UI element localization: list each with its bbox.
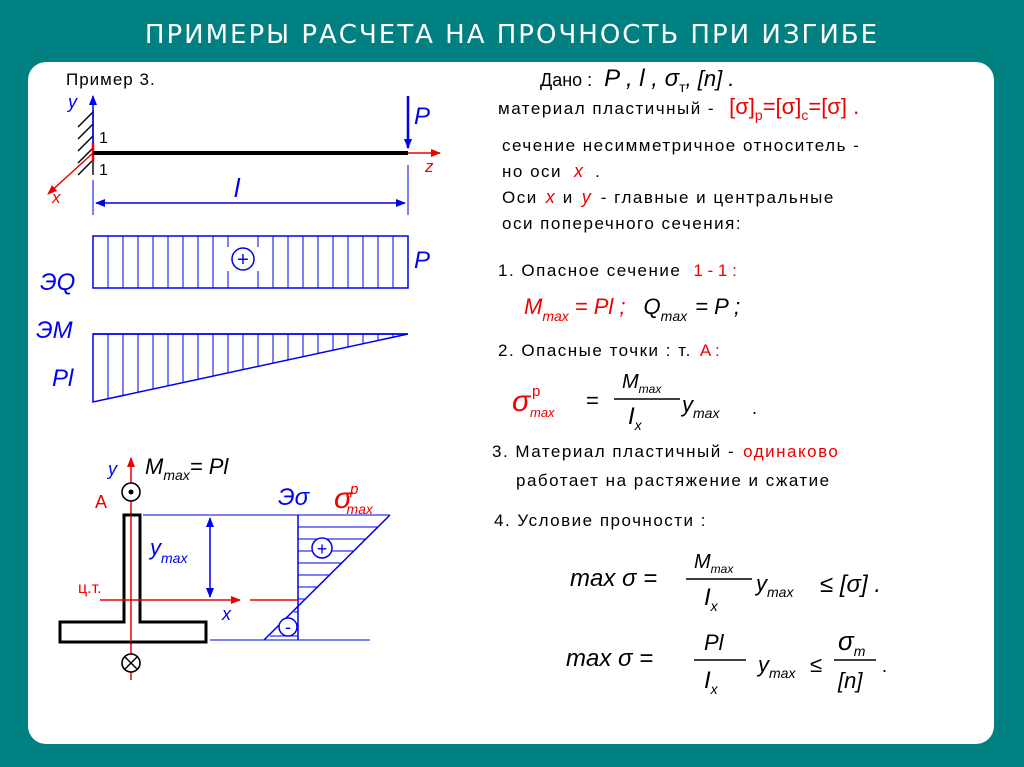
beam-diagram: y x z 1 1 P l [36,92,441,403]
t-section [58,513,208,644]
svg-text:σт: σт [838,626,866,659]
shear-diagram [92,235,409,289]
section-label-bottom: 1 [99,162,108,179]
section-label-top: 1 [99,130,108,147]
moment-label: ЭM [36,317,73,344]
shear-hatching [107,236,394,288]
section-moment: Mmax= Pl [145,454,229,483]
stress-minus-circle [278,617,298,637]
shear-value: P [414,247,430,274]
example-heading: Пример 3. [66,70,156,89]
svg-text:Ix: Ix [628,403,643,433]
shear-label: ЭQ [40,269,75,296]
step-4: 4. Условие прочности : [494,511,707,530]
axes-text-2: оси поперечного сечения: [502,214,742,233]
section-text-2: но оси x . [502,161,601,181]
svg-text:ymax: ymax [680,392,720,421]
shear-sign-circle [231,247,255,271]
centroid-label: ц.т. [78,580,102,597]
step-3-line-2: работает на растяжение и сжатие [516,471,831,490]
stress-minus: - [285,617,291,637]
x-axis [47,152,94,195]
svg-text:.: . [882,656,887,676]
step-1-formula: Mmax= Pl ; Qmax= P ; [524,294,740,324]
svg-text:Mmax: Mmax [622,371,662,396]
shear-sign: + [237,249,249,271]
z-axis-label: z [424,157,434,176]
cross-section-diagram: y Mmax= Pl A x ц.т. ymax [58,454,391,680]
svg-text:≤: ≤ [810,652,822,677]
condition-formula-2: max σ = Pl Ix ymax ≤ σт [n] . [566,626,887,697]
svg-text:≤ [σ] .: ≤ [σ] . [820,571,881,598]
svg-text:max σ =: max σ = [570,565,657,592]
ymax-label: ymax [148,535,188,566]
svg-text:max σ =: max σ = [566,645,653,672]
svg-text:σ: σ [512,385,532,418]
svg-text:ymax: ymax [754,571,794,600]
svg-text:Pl: Pl [704,630,725,655]
moment-hatching [107,334,394,399]
svg-text:max: max [530,405,555,420]
condition-formula-1: max σ = Mmax Ix ymax ≤ [σ] . [570,551,881,614]
step-3: 3. Материал пластичный - одинаково [492,442,839,461]
moment-diagram [92,333,409,403]
step-1: 1. Опасное сечение 1 - 1 : [498,261,737,280]
page-title: ПРИМЕРЫ РАСЧЕТА НА ПРОЧНОСТЬ ПРИ ИЗГИБЕ [144,20,880,50]
length-label: l [234,173,241,203]
svg-text:Ix: Ix [704,584,719,614]
svg-text:p: p [532,383,540,400]
step-2-formula: σ p max = Mmax Ix ymax . [512,371,757,433]
y-axis-label: y [66,92,78,112]
section-x-label: x [221,604,232,624]
x-axis-label: x [51,188,61,207]
axes-text-1: Оси x и y - главные и центральные [502,187,835,207]
svg-text:=: = [586,388,599,413]
section-text-1: сечение несимметричное относитель - [502,136,860,155]
load-label: P [414,103,430,130]
material-line: материал пластичный - [σ]p=[σ]c=[σ] . [498,94,859,123]
stress-plus: + [317,539,328,559]
svg-text:ymax: ymax [756,652,796,681]
stress-diagram-label: Эσ [278,484,311,511]
svg-text:Mmax: Mmax [694,551,734,576]
section-y-label: y [106,459,118,479]
given-line: Дано : P , l , σт, [n] . [540,65,734,95]
stress-plus-circle [311,537,333,559]
point-a-label: A [95,492,107,512]
svg-text:[n]: [n] [837,668,863,693]
svg-text:Ix: Ix [704,667,719,697]
moment-value: Pl [52,365,74,392]
step-2: 2. Опасные точки : т. A : [498,341,720,360]
svg-text:.: . [752,398,757,418]
